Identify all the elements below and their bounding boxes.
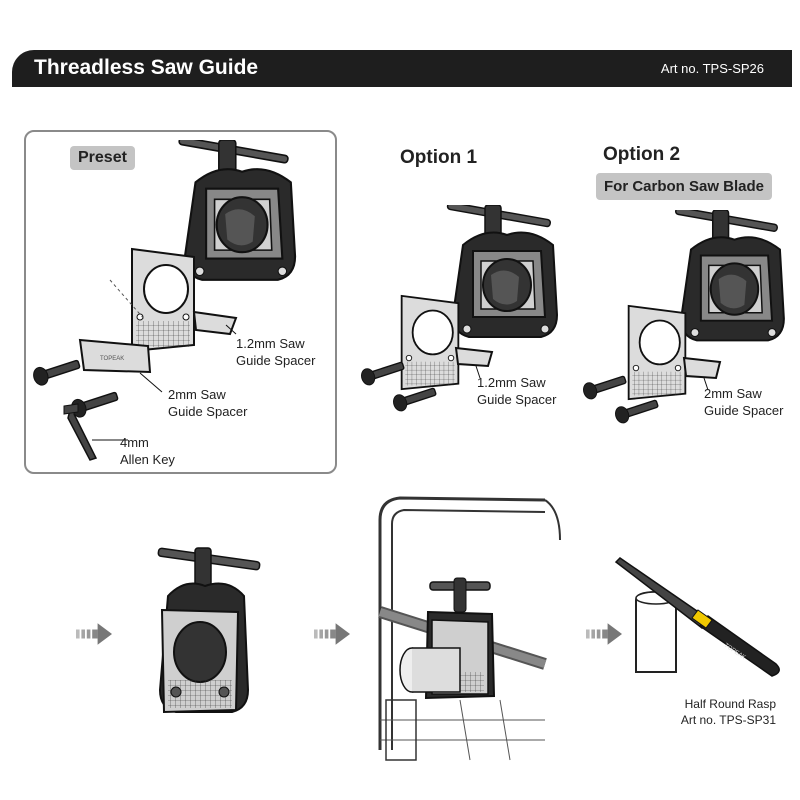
label-line: Guide Spacer [704,403,784,418]
page-title: Threadless Saw Guide [34,56,259,79]
preset-spacer-1-2mm-label: 1.2mm Saw Guide Spacer [236,335,316,369]
rasp-caption: Half Round Rasp Art no. TPS-SP31 [681,696,776,728]
step-arrow-icon [586,623,622,645]
header-bar: Threadless Saw Guide Art no. TPS-SP26 [12,50,792,87]
rasp-illustration: TOPEAK [614,557,780,677]
spacer-2mm [78,338,152,374]
label-line: 2mm Saw [168,387,226,402]
assembled-guide-illustration [157,547,261,714]
label-line: 1.2mm Saw [236,336,305,351]
option2-spacer-label: 2mm Saw Guide Spacer [704,385,784,419]
caption-line: Art no. TPS-SP31 [680,713,776,727]
label-line: 1.2mm Saw [477,375,546,390]
preset-panel [24,130,337,474]
caption-line: Half Round Rasp [684,697,776,711]
preset-guide-illustration: TOPEAK [30,140,297,461]
label-line: Guide Spacer [168,404,248,419]
label-line: 2mm Saw [704,386,762,401]
option1-spacer-label: 1.2mm Saw Guide Spacer [477,374,557,408]
hacksaw-illustration [378,496,561,761]
article-number: Art no. TPS-SP26 [660,61,764,76]
option2-title: Option 2 [603,144,681,165]
label-line: Guide Spacer [477,392,557,407]
spacer-1-2mm [192,310,238,336]
step-arrow-icon [76,623,112,645]
preset-tag: Preset [70,146,135,170]
label-line: Guide Spacer [236,353,316,368]
label-line: 4mm [120,435,149,450]
option1-title: Option 1 [400,147,478,168]
carbon-blade-tag: For Carbon Saw Blade [596,173,773,200]
allen-key-label: 4mm Allen Key [120,434,175,468]
step-arrow-icon [314,623,350,645]
label-line: Allen Key [120,452,175,467]
option2-illustration [580,210,785,426]
preset-spacer-2mm-label: 2mm Saw Guide Spacer [168,386,248,420]
spacer-brand-text: TOPEAK [100,356,124,362]
allen-key [67,409,98,461]
option1-illustration [358,205,559,414]
